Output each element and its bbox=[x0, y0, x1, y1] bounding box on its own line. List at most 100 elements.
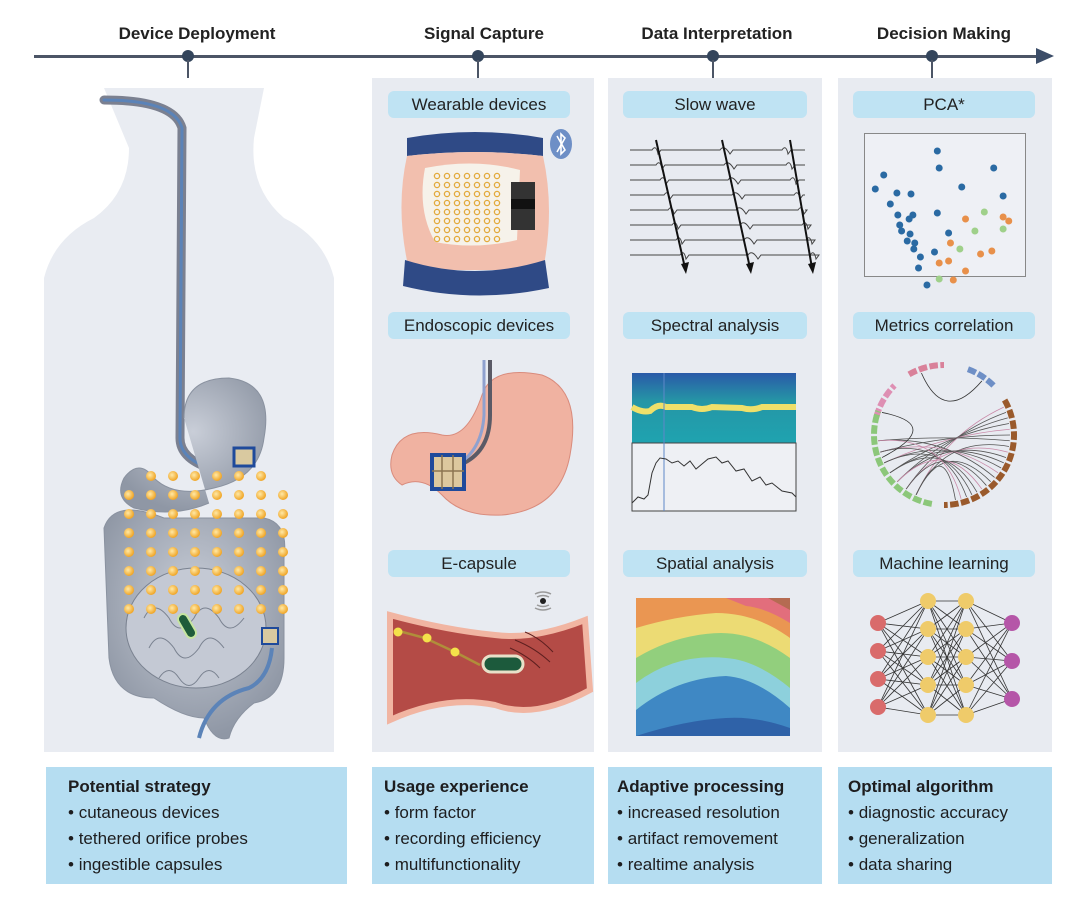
nn-input-node bbox=[870, 615, 886, 631]
electrode-dot bbox=[146, 471, 156, 481]
chord-segment-blue bbox=[976, 371, 987, 381]
pca-point-orange bbox=[949, 276, 957, 284]
electrode-dot bbox=[212, 566, 222, 576]
electrode-dot bbox=[212, 547, 222, 557]
wearable-device-illustration bbox=[401, 129, 572, 296]
summary-item: cutaneous devices bbox=[68, 800, 325, 826]
nn-connection bbox=[965, 600, 1013, 624]
pca-point-orange bbox=[1005, 217, 1013, 225]
patch-electrode bbox=[443, 235, 451, 243]
pca-point-blue bbox=[911, 239, 919, 247]
patch-electrode bbox=[483, 217, 491, 225]
chord-segment-green bbox=[902, 489, 913, 500]
patch-electrode bbox=[453, 226, 461, 234]
nn-connection bbox=[965, 628, 1013, 662]
patch-electrode bbox=[443, 181, 451, 189]
nn-hidden-node bbox=[920, 621, 936, 637]
patch-electrode bbox=[433, 235, 441, 243]
nn-connection bbox=[927, 628, 967, 716]
propagation-arrow bbox=[655, 139, 686, 269]
pca-point-blue bbox=[886, 200, 894, 208]
nn-connection bbox=[927, 600, 967, 686]
pca-point-blue bbox=[893, 189, 901, 197]
patch-electrode bbox=[493, 208, 501, 216]
stage-stem bbox=[712, 60, 714, 78]
chord-segment-brown bbox=[1006, 408, 1015, 419]
electrode-dot bbox=[234, 566, 244, 576]
patch-electrode bbox=[463, 199, 471, 207]
chord-segment-pink bbox=[907, 367, 918, 377]
nn-input-node bbox=[870, 671, 886, 687]
nn-connection bbox=[965, 660, 1013, 716]
pca-point-orange bbox=[946, 239, 954, 247]
electrode-dot bbox=[168, 528, 178, 538]
chord-segment-pink bbox=[928, 362, 939, 370]
nn-connection bbox=[877, 684, 929, 708]
wireless-signal-icon bbox=[534, 591, 552, 611]
patch-electrode bbox=[433, 217, 441, 225]
stage-stem bbox=[187, 60, 189, 78]
patch-electrode bbox=[433, 172, 441, 180]
label-metrics-correlation: Metrics correlation bbox=[853, 312, 1035, 339]
electrode-dot bbox=[190, 566, 200, 576]
chord-segment-pink bbox=[882, 388, 893, 399]
neural-network-diagram bbox=[870, 593, 1020, 723]
summary-item: increased resolution bbox=[617, 800, 800, 826]
electrode-dot bbox=[168, 490, 178, 500]
endoscopic-electrode bbox=[430, 453, 466, 491]
propagation-arrow bbox=[789, 139, 813, 269]
chord-segment-brown bbox=[1009, 441, 1017, 452]
electrode-dot bbox=[278, 566, 288, 576]
patch-electrode bbox=[483, 199, 491, 207]
nn-connection bbox=[877, 600, 929, 680]
nn-hidden-node bbox=[920, 593, 936, 609]
patch-electrode bbox=[473, 226, 481, 234]
patch-electrode bbox=[473, 172, 481, 180]
nn-connection bbox=[877, 600, 929, 708]
chord-segment-blue bbox=[985, 377, 996, 388]
electrode-dot bbox=[256, 471, 266, 481]
electrode-dot bbox=[146, 528, 156, 538]
electrode-dot bbox=[234, 547, 244, 557]
chord-link bbox=[878, 439, 962, 499]
chord-link bbox=[880, 448, 967, 498]
nn-connection bbox=[877, 706, 929, 716]
electrode-dot bbox=[256, 585, 266, 595]
patch-electrode bbox=[433, 181, 441, 189]
ingestible-capsule bbox=[481, 654, 525, 674]
electrode-patch bbox=[422, 163, 520, 246]
pca-point-blue bbox=[907, 190, 915, 198]
chord-segment-pink bbox=[917, 364, 928, 373]
slow-wave-trace bbox=[630, 222, 812, 231]
chord-segment-pink bbox=[889, 383, 897, 391]
nn-connection bbox=[965, 622, 1013, 716]
chord-segment-brown bbox=[949, 500, 960, 508]
pca-point-green bbox=[956, 245, 964, 253]
pca-point-blue bbox=[958, 183, 966, 191]
electrode-dot bbox=[168, 585, 178, 595]
pca-point-blue bbox=[945, 229, 953, 237]
pca-point-blue bbox=[910, 245, 918, 253]
patch-electrode bbox=[443, 190, 451, 198]
endoscope-tube bbox=[463, 360, 492, 465]
nn-connection bbox=[965, 656, 1013, 700]
electrode-dot bbox=[146, 585, 156, 595]
pca-point-blue bbox=[931, 248, 938, 256]
electrode-dot bbox=[256, 604, 266, 614]
electrode-dot bbox=[124, 566, 134, 576]
electrode-dot bbox=[124, 490, 134, 500]
slow-wave-plot bbox=[630, 139, 820, 274]
label-spectral-analysis: Spectral analysis bbox=[623, 312, 807, 339]
patch-electrode bbox=[463, 208, 471, 216]
electrode-dot bbox=[278, 604, 288, 614]
electrode-dot bbox=[146, 490, 156, 500]
electrode-dot bbox=[234, 604, 244, 614]
chord-segment-brown bbox=[1006, 452, 1015, 463]
electrode-dot bbox=[146, 509, 156, 519]
nn-connection bbox=[965, 698, 1013, 716]
electrode-dot bbox=[190, 471, 200, 481]
pca-scatter-plot bbox=[864, 133, 1026, 289]
chord-segment-green bbox=[879, 466, 890, 477]
pca-point-orange bbox=[977, 250, 985, 258]
electrode-dot bbox=[190, 528, 200, 538]
